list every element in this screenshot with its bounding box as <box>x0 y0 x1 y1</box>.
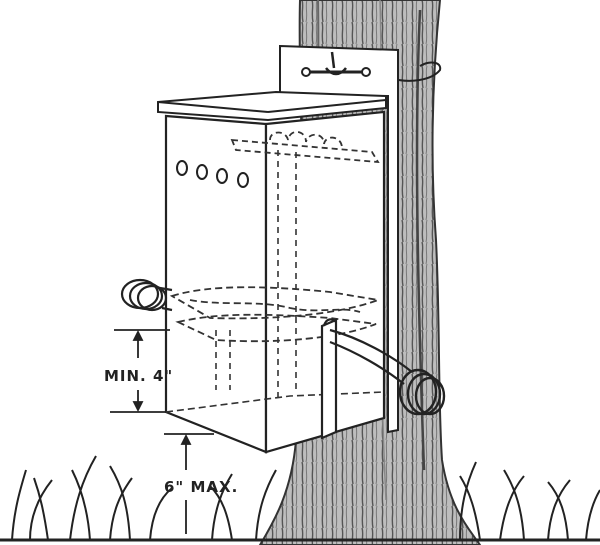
right-spring <box>398 368 446 416</box>
grass <box>0 455 600 542</box>
hidden-top-bar <box>230 131 380 164</box>
left-spring <box>120 278 173 312</box>
vent-holes <box>176 160 249 188</box>
hidden-rods <box>215 150 297 398</box>
dimension-min <box>110 329 170 413</box>
mounting-wire <box>389 61 442 82</box>
box-roof <box>157 90 387 122</box>
hidden-platform <box>169 286 382 343</box>
max-height-label: 6" MAX. <box>164 478 238 496</box>
min-height-label: MIN. 4" <box>104 367 173 385</box>
spring-arm <box>320 318 413 440</box>
dimension-max <box>164 433 214 534</box>
feeder-box <box>164 110 386 454</box>
